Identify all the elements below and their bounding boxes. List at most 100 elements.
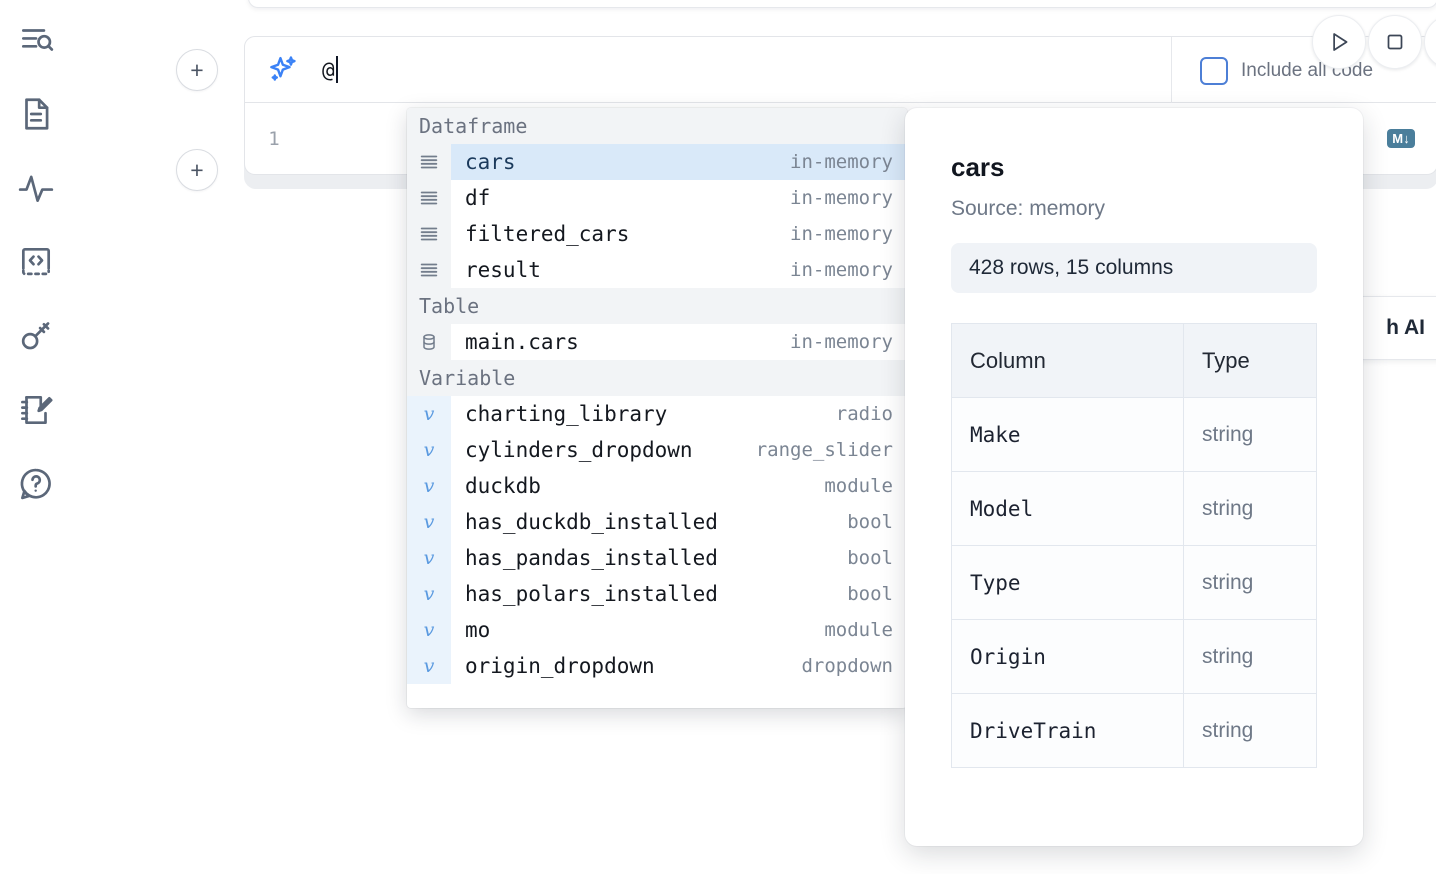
autocomplete-item-meta: in-memory	[790, 187, 893, 209]
autocomplete-item-meta: bool	[847, 511, 893, 533]
autocomplete-item[interactable]: result in-memory	[407, 252, 907, 288]
dataframe-rows-icon	[407, 144, 451, 180]
autocomplete-item-meta: in-memory	[790, 151, 893, 173]
autocomplete-item[interactable]: main.cars in-memory	[407, 324, 907, 360]
autocomplete-item-meta: radio	[835, 403, 893, 425]
autocomplete-item[interactable]: df in-memory	[407, 180, 907, 216]
autocomplete-item-meta: module	[824, 619, 893, 641]
variable-icon: v	[407, 612, 451, 648]
autocomplete-item[interactable]: cars in-memory	[407, 144, 907, 180]
autocomplete-item-meta: in-memory	[790, 223, 893, 245]
autocomplete-item-name: duckdb	[465, 474, 541, 498]
autocomplete-item-name: charting_library	[465, 402, 668, 426]
table-header-row: Column Type	[951, 323, 1317, 398]
autocomplete-item-meta: bool	[847, 547, 893, 569]
autocomplete-item-meta: in-memory	[790, 259, 893, 281]
dataframe-rows-icon	[407, 180, 451, 216]
autocomplete-item[interactable]: v charting_library radio	[407, 396, 907, 432]
autocomplete-item-name: has_polars_installed	[465, 582, 718, 606]
autocomplete-item-name: has_pandas_installed	[465, 546, 718, 570]
left-icon-rail	[0, 0, 72, 874]
autocomplete-group-header: Table	[407, 288, 907, 324]
variable-icon: v	[407, 504, 451, 540]
type-header: Type	[1183, 323, 1317, 398]
autocomplete-item-name: main.cars	[465, 330, 579, 354]
autocomplete-item-name: has_duckdb_installed	[465, 510, 718, 534]
variable-icon: v	[407, 576, 451, 612]
stop-button[interactable]	[1368, 15, 1422, 69]
autocomplete-item[interactable]: v has_pandas_installed bool	[407, 540, 907, 576]
variable-icon: v	[407, 540, 451, 576]
autocomplete-item[interactable]: filtered_cars in-memory	[407, 216, 907, 252]
autocomplete-group-header: Dataframe	[407, 108, 907, 144]
previous-cell-card	[248, 0, 1436, 8]
autocomplete-item-name: filtered_cars	[465, 222, 630, 246]
dataframe-preview-panel: cars Source: memory 428 rows, 15 columns…	[905, 108, 1363, 846]
ai-prompt-row: @ Include all code	[244, 36, 1436, 104]
autocomplete-group-header: Variable	[407, 360, 907, 396]
preview-source: Source: memory	[951, 197, 1106, 220]
preview-title: cars	[951, 152, 1005, 182]
add-cell-button-bottom[interactable]: +	[176, 149, 218, 191]
variable-icon: v	[407, 432, 451, 468]
schema-column-type: string	[1183, 471, 1317, 546]
schema-column-name: Make	[951, 397, 1184, 472]
dataframe-rows-icon	[407, 252, 451, 288]
schema-column-type: string	[1183, 693, 1317, 768]
schema-column-name: Origin	[951, 619, 1184, 694]
schema-column-type: string	[1183, 397, 1317, 472]
text-caret	[335, 56, 338, 83]
ai-prompt-value: @	[322, 57, 335, 82]
help-question-icon[interactable]	[14, 462, 58, 506]
markdown-badge[interactable]: M↓	[1387, 129, 1415, 148]
variable-icon: v	[407, 396, 451, 432]
ai-prompt-input[interactable]: @	[305, 37, 1436, 102]
dataframe-rows-icon	[407, 216, 451, 252]
autocomplete-item-name: origin_dropdown	[465, 654, 655, 678]
column-header: Column	[951, 323, 1184, 398]
variable-icon: v	[407, 648, 451, 684]
autocomplete-item-name: mo	[465, 618, 491, 642]
code-brackets-icon[interactable]	[14, 240, 58, 284]
autocomplete-item-meta: bool	[847, 583, 893, 605]
schema-column-type: string	[1183, 619, 1317, 694]
autocomplete-item-name: cylinders_dropdown	[465, 438, 693, 462]
schema-column-name: DriveTrain	[951, 693, 1184, 768]
run-button[interactable]	[1312, 15, 1366, 69]
notebook-edit-icon[interactable]	[14, 388, 58, 432]
notebook-canvas: + + @ Include all code	[72, 0, 1436, 874]
database-table-icon	[407, 324, 451, 360]
activity-pulse-icon[interactable]	[14, 166, 58, 210]
autocomplete-item[interactable]: v has_polars_installed bool	[407, 576, 907, 612]
file-document-icon[interactable]	[14, 92, 58, 136]
autocomplete-item[interactable]: v has_duckdb_installed bool	[407, 504, 907, 540]
variable-icon: v	[407, 468, 451, 504]
sparkle-icon	[261, 53, 305, 87]
autocomplete-item-meta: module	[824, 475, 893, 497]
include-all-code-checkbox[interactable]	[1200, 56, 1228, 85]
line-number: 1	[268, 127, 280, 150]
schema-column-name: Model	[951, 471, 1184, 546]
autocomplete-item-meta: in-memory	[790, 331, 893, 353]
autocomplete-item-name: cars	[465, 150, 516, 174]
outline-search-icon[interactable]	[14, 18, 58, 62]
schema-column-name: Type	[951, 545, 1184, 620]
autocomplete-item-name: result	[465, 258, 541, 282]
autocomplete-item-name: df	[465, 186, 491, 210]
schema-column-type: string	[1183, 545, 1317, 620]
key-secrets-icon[interactable]	[14, 314, 58, 358]
add-cell-button-top[interactable]: +	[176, 49, 218, 91]
